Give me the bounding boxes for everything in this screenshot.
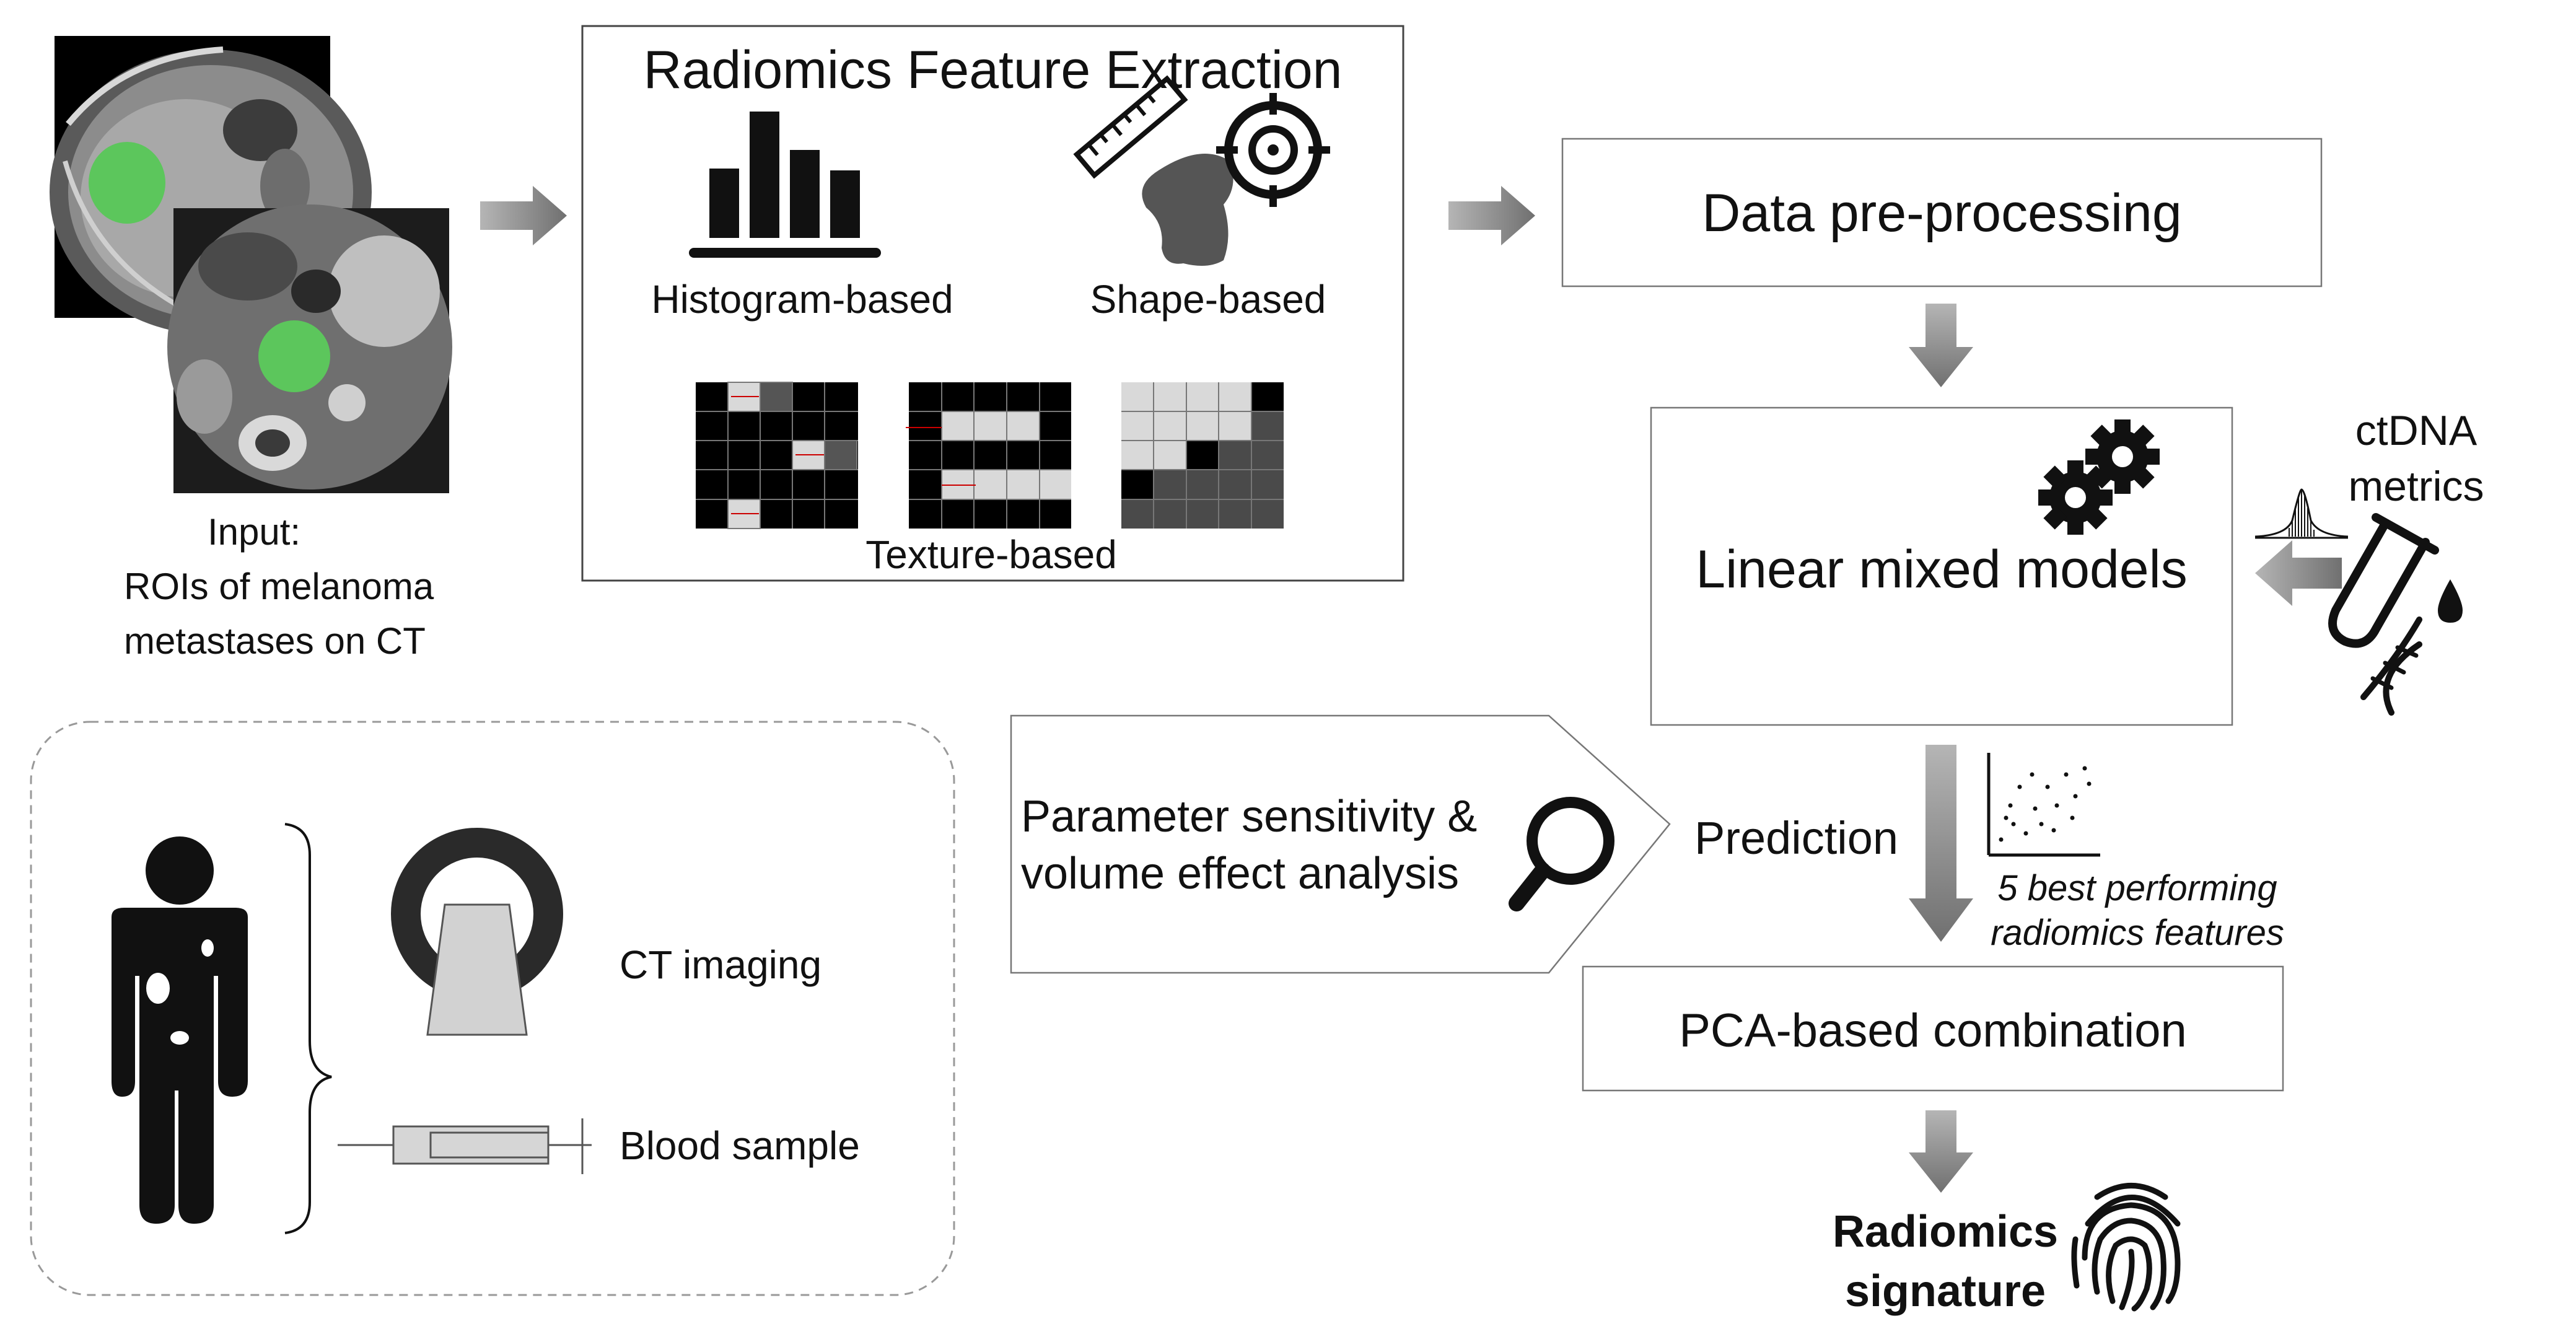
preprocessing-label: Data pre-processing bbox=[1702, 183, 2182, 243]
extraction-title: Radiomics Feature Extraction bbox=[643, 40, 1343, 100]
curly-brace bbox=[284, 823, 332, 1234]
input-label: Input: ROIs of melanoma metastases on CT bbox=[124, 505, 434, 669]
arrow-lmm-to-pca bbox=[1909, 745, 1973, 942]
preprocessing-box bbox=[1561, 138, 2323, 287]
texture-label: Texture-based bbox=[865, 532, 1117, 577]
sensitivity-label: Parameter sensitivity & volume effect an… bbox=[1021, 788, 1477, 902]
distribution-icon bbox=[2254, 488, 2349, 539]
pca-box bbox=[1582, 965, 2284, 1092]
target-icon bbox=[1216, 93, 1330, 207]
texture-grid-1-icon bbox=[696, 382, 858, 529]
arrow-input-to-extraction bbox=[480, 186, 567, 245]
blob-shape-icon bbox=[1142, 154, 1233, 266]
lesion-marks bbox=[146, 939, 214, 1045]
scatter-plot-icon bbox=[1987, 753, 2100, 857]
ctdna-label: ctDNA metrics bbox=[2317, 403, 2515, 514]
ct-slice-front bbox=[167, 204, 452, 493]
signature-line1: Radiomics bbox=[1832, 1207, 2059, 1257]
human-figure-icon bbox=[112, 836, 248, 1224]
blood-sample-label: Blood sample bbox=[620, 1123, 860, 1168]
drop-icon bbox=[2438, 579, 2463, 623]
signature-label: Radiomics signature bbox=[1784, 1202, 2106, 1321]
input-line1: Input: bbox=[207, 511, 301, 553]
texture-grid-2-icon bbox=[906, 382, 1071, 529]
ruler-icon bbox=[1073, 75, 1188, 179]
gears-icon bbox=[2038, 419, 2160, 535]
arrow-ctdna-to-lmm bbox=[2255, 540, 2342, 606]
input-line2: ROIs of melanoma bbox=[124, 566, 434, 607]
input-line3: metastases on CT bbox=[124, 620, 426, 662]
roi-lesion-1 bbox=[89, 142, 165, 224]
dna-icon bbox=[2360, 617, 2422, 716]
signature-line2: signature bbox=[1844, 1266, 2046, 1316]
prediction-label: Prediction bbox=[1694, 812, 1899, 864]
fingerprint-icon bbox=[2071, 1183, 2181, 1312]
best-features-line1: 5 best performing bbox=[1997, 868, 2277, 908]
ct-imaging-label: CT imaging bbox=[620, 942, 822, 987]
histogram-icon bbox=[689, 112, 881, 258]
sensitivity-box bbox=[1010, 714, 1671, 974]
texture-grid-3-icon bbox=[1121, 382, 1284, 529]
ctdna-line1: ctDNA bbox=[2355, 407, 2477, 454]
best-features-label: 5 best performing radiomics features bbox=[1952, 866, 2323, 955]
ctdna-line2: metrics bbox=[2348, 463, 2484, 510]
lmm-label: Linear mixed models bbox=[1696, 540, 2188, 599]
pca-label: PCA-based combination bbox=[1679, 1004, 2187, 1057]
magnifier-icon bbox=[1509, 797, 1614, 911]
ct-scanner-icon bbox=[391, 828, 563, 1036]
best-features-line2: radiomics features bbox=[1991, 913, 2284, 953]
sensitivity-line1: Parameter sensitivity & bbox=[1021, 792, 1478, 841]
arrow-pca-to-signature bbox=[1909, 1110, 1973, 1193]
histogram-label: Histogram-based bbox=[651, 277, 953, 322]
syringe-icon bbox=[338, 1118, 592, 1174]
test-tube-icon bbox=[2328, 513, 2439, 648]
shape-label: Shape-based bbox=[1090, 277, 1326, 322]
arrow-preprocessing-to-lmm bbox=[1909, 304, 1973, 387]
roi-lesion-2 bbox=[258, 320, 330, 392]
arrow-extraction-to-preprocessing bbox=[1448, 186, 1535, 245]
sensitivity-line2: volume effect analysis bbox=[1021, 849, 1460, 898]
